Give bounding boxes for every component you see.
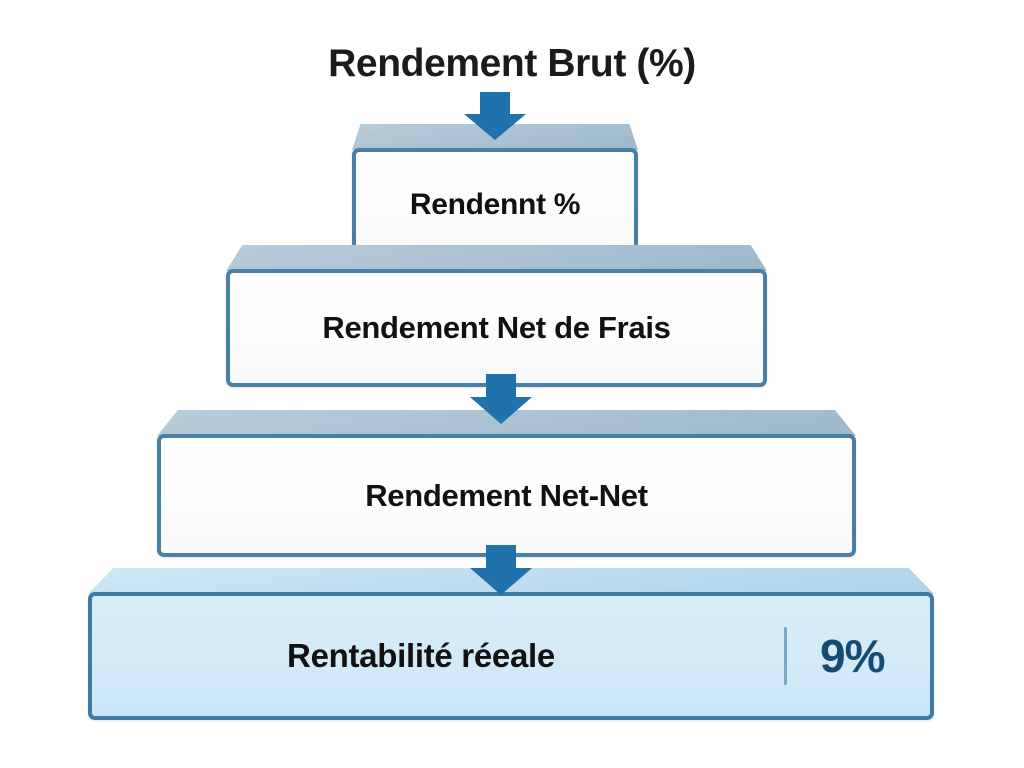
arrow-title-to-tier1 — [464, 92, 526, 140]
tier-2[interactable]: Rendement Net de Frais — [226, 245, 767, 387]
arrow-tier3-to-tier4 — [470, 545, 532, 595]
tier-1-label: Rendennt % — [409, 187, 581, 221]
tier-4[interactable]: Rentabilité réeale 9% — [88, 568, 934, 720]
tier-3[interactable]: Rendement Net-Net — [157, 410, 856, 557]
tier-4-label: Rentabilité réeale — [287, 637, 555, 674]
tier-1[interactable]: Rendennt % — [352, 124, 638, 261]
result-divider — [784, 627, 787, 685]
tier-4-face[interactable]: Rentabilité réeale 9% — [88, 592, 934, 720]
result-row: Rentabilité réeale 9% — [92, 627, 930, 685]
arrow-tier2-to-tier3 — [470, 374, 532, 424]
tier-3-label: Rendement Net-Net — [365, 477, 648, 513]
result-value: 9% — [820, 630, 885, 682]
tier-3-face[interactable]: Rendement Net-Net — [157, 434, 856, 557]
tier-2-label: Rendement Net de Frais — [322, 310, 671, 345]
tier-1-face[interactable]: Rendennt % — [352, 148, 638, 261]
tier-2-lid — [226, 245, 767, 271]
page-title: Rendement Brut (%) — [328, 42, 696, 85]
tier-2-face[interactable]: Rendement Net de Frais — [226, 269, 767, 387]
